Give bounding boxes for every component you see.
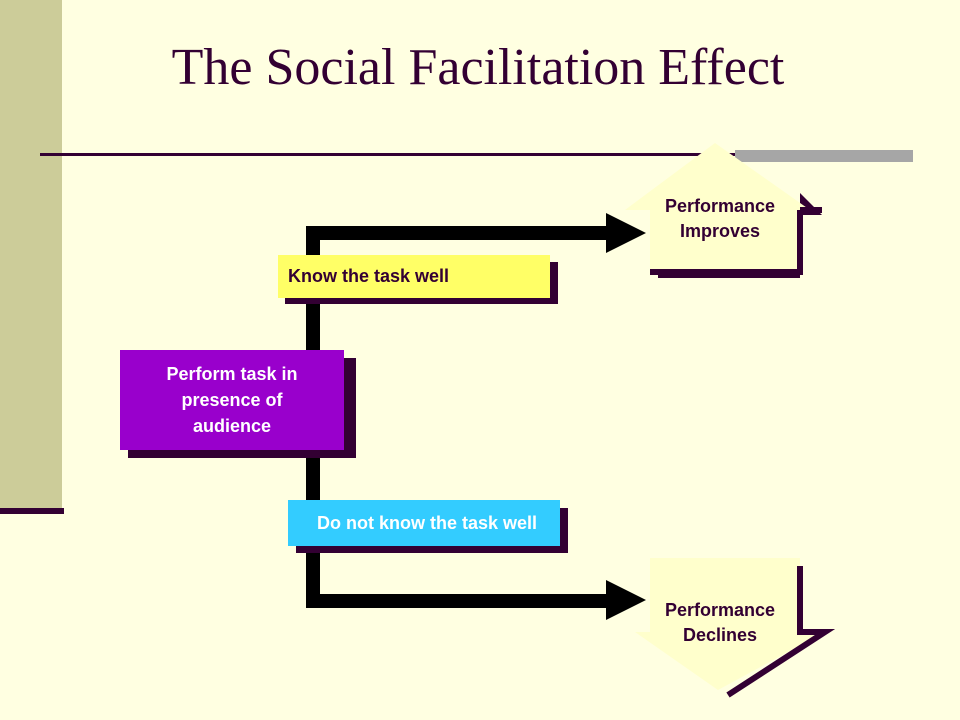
outcome-declines-line-1: Performance xyxy=(664,600,776,620)
upper-branch-label: Know the task well xyxy=(288,266,450,286)
start-box-line-3: audience xyxy=(192,416,272,436)
slide-title: The Social Facilitation Effect xyxy=(171,39,785,96)
upper-branch-box: Know the task well xyxy=(278,255,550,298)
improves-shape xyxy=(625,143,810,272)
sidebar-strip xyxy=(0,0,62,510)
improves-shape-shadow xyxy=(658,193,822,278)
lower-arrow-shaft xyxy=(306,594,616,608)
outcome-declines-label: Performance Declines xyxy=(650,598,790,648)
outcome-declines-line-2: Declines xyxy=(682,625,758,645)
title-underline-accent xyxy=(735,150,913,162)
lower-branch-box: Do not know the task well xyxy=(288,500,560,546)
outcome-improves-line-2: Improves xyxy=(679,221,761,241)
sidebar-accent xyxy=(0,508,64,514)
lower-arrow-head xyxy=(606,580,646,620)
lower-branch-label: Do not know the task well xyxy=(316,512,538,533)
start-box-line-1: Perform task in xyxy=(166,364,298,384)
outcome-improves-label: Performance Improves xyxy=(650,194,790,244)
start-box-line-2: presence of xyxy=(181,390,283,410)
upper-arrow-head xyxy=(606,213,646,253)
outcome-improves-line-1: Performance xyxy=(664,196,776,216)
start-box: Perform task in presence of audience xyxy=(120,350,344,450)
upper-arrow-shaft xyxy=(306,226,616,240)
declines-shape xyxy=(635,558,825,690)
title-underline xyxy=(40,153,912,156)
